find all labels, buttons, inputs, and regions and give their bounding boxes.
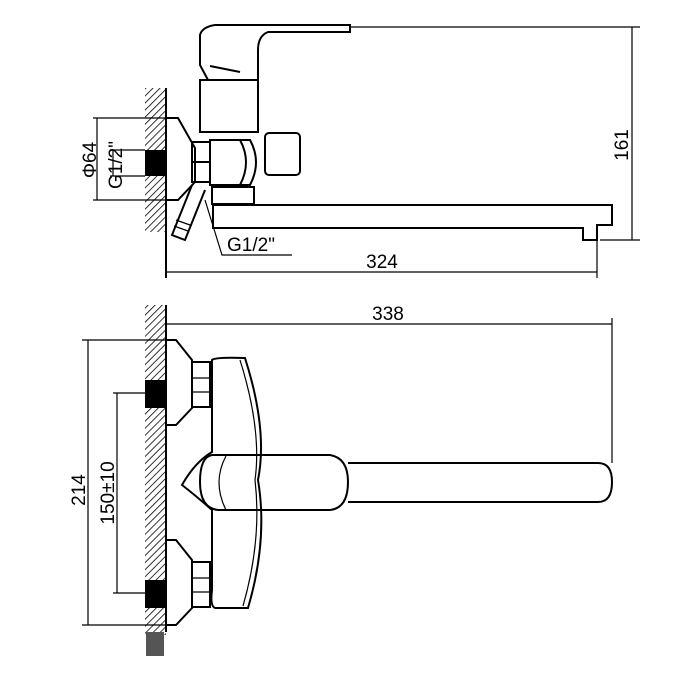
outlet-thread-label: G1/2" bbox=[227, 235, 275, 256]
flange-lower bbox=[166, 539, 193, 626]
handle-front bbox=[198, 454, 350, 511]
cartridge-body bbox=[199, 79, 259, 133]
valve-body bbox=[209, 139, 257, 186]
front-view: 338 214 150±10 bbox=[69, 304, 614, 656]
flange-diameter-label: Φ64 bbox=[80, 141, 101, 178]
flange bbox=[166, 117, 196, 201]
inlet-thread-label: G1/2" bbox=[106, 141, 127, 189]
flange-upper bbox=[166, 339, 193, 426]
wall-pipe bbox=[145, 150, 166, 176]
dim-length-front-label: 338 bbox=[372, 304, 404, 325]
spout-front bbox=[348, 462, 614, 503]
hose-connector bbox=[170, 184, 206, 242]
dim-height-label: 161 bbox=[612, 129, 633, 161]
dim-height-front-label: 214 bbox=[69, 474, 90, 506]
valve-body-front bbox=[180, 356, 263, 609]
handle bbox=[199, 24, 351, 81]
dim-length-label: 324 bbox=[366, 252, 398, 273]
dim-center-distance-label: 150±10 bbox=[98, 461, 119, 524]
side-view: 161 324 Φ64 G1/2" G1/2" bbox=[80, 24, 640, 278]
